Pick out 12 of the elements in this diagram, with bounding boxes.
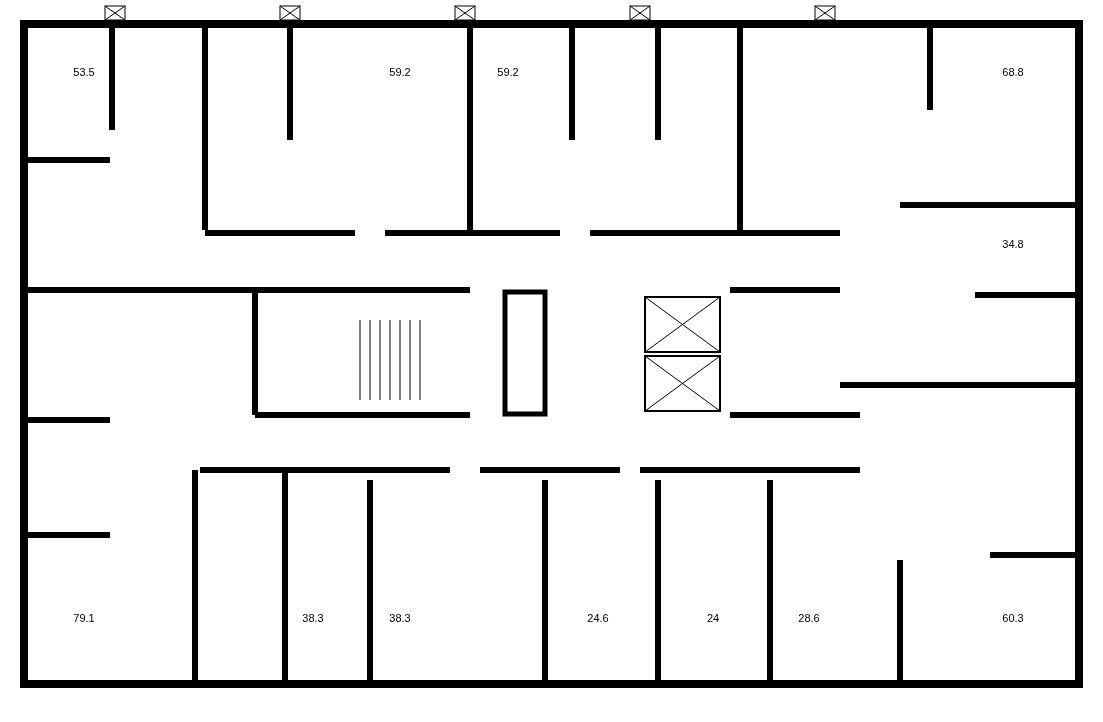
area-label: 59.2 [497, 64, 519, 80]
area-label: 24.6 [587, 610, 609, 626]
area-label: 24 [706, 610, 720, 626]
area-label: 28.6 [798, 610, 820, 626]
area-label: 79.1 [73, 610, 95, 626]
area-label: 60.3 [1002, 610, 1024, 626]
area-label: 38.3 [389, 610, 411, 626]
area-label: 34.8 [1002, 236, 1024, 252]
area-label: 59.2 [389, 64, 411, 80]
area-label: 68.8 [1002, 64, 1024, 80]
area-label: 38.3 [302, 610, 324, 626]
area-label: 53.5 [73, 64, 95, 80]
